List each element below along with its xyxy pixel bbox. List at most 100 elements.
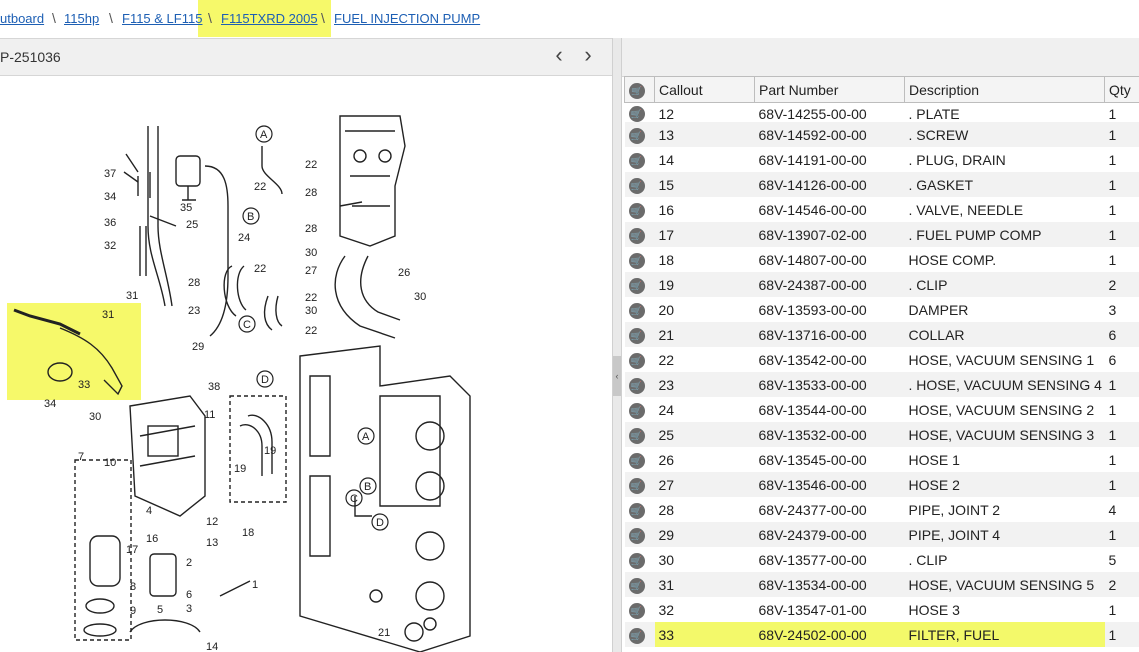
cart-icon[interactable]: 🛒: [628, 127, 645, 144]
add-to-cart-cell[interactable]: 🛒: [624, 197, 655, 222]
pane-splitter[interactable]: ‹: [612, 38, 622, 652]
add-to-cart-cell[interactable]: 🛒: [624, 522, 655, 547]
cart-icon[interactable]: 🛒: [628, 427, 645, 444]
cart-icon[interactable]: 🛒: [628, 527, 645, 544]
qty-cell: 5: [1104, 547, 1139, 572]
add-to-cart-cell[interactable]: 🛒: [624, 472, 655, 497]
callout-label: 37: [104, 168, 116, 180]
cart-icon[interactable]: 🛒: [628, 202, 645, 219]
add-to-cart-cell[interactable]: 🛒: [624, 372, 655, 397]
cart-icon[interactable]: 🛒: [628, 502, 645, 519]
callout-label: 8: [130, 581, 136, 593]
callout-cell: 16: [654, 197, 755, 222]
qty-cell: 1: [1104, 597, 1139, 622]
cart-icon[interactable]: 🛒: [628, 352, 645, 369]
header-qty[interactable]: Qty: [1104, 76, 1139, 103]
add-to-cart-cell[interactable]: 🛒: [624, 422, 655, 447]
collapse-handle[interactable]: ‹: [613, 356, 621, 396]
add-to-cart-cell[interactable]: 🛒: [624, 622, 655, 647]
callout-label: 29: [192, 341, 204, 353]
add-to-cart-cell[interactable]: 🛒: [624, 572, 655, 597]
add-to-cart-cell[interactable]: 🛒: [624, 147, 655, 172]
cart-icon[interactable]: 🛒: [629, 82, 645, 99]
add-to-cart-cell[interactable]: 🛒: [624, 597, 655, 622]
cart-icon[interactable]: 🛒: [628, 602, 645, 619]
qty-cell: 1: [1104, 102, 1139, 122]
breadcrumb-fuel-injection-pump[interactable]: FUEL INJECTION PUMP: [334, 11, 481, 26]
parts-list-pane: 🛒 Callout Part Number Description Qty 🛒1…: [622, 38, 1139, 652]
add-to-cart-cell[interactable]: 🛒: [624, 322, 655, 347]
cart-icon[interactable]: 🛒: [628, 477, 645, 494]
cart-icon[interactable]: 🛒: [628, 252, 645, 269]
qty-cell: 1: [1104, 122, 1139, 147]
add-to-cart-cell[interactable]: 🛒: [624, 497, 655, 522]
cart-icon[interactable]: 🛒: [628, 577, 645, 594]
cart-icon[interactable]: 🛒: [628, 106, 645, 122]
cart-icon[interactable]: 🛒: [628, 452, 645, 469]
cart-icon[interactable]: 🛒: [628, 552, 645, 569]
header-description[interactable]: Description: [904, 76, 1105, 103]
cart-icon[interactable]: 🛒: [628, 277, 645, 294]
cart-icon[interactable]: 🛒: [628, 177, 645, 194]
part-number-cell: 68V-14255-00-00: [754, 102, 905, 122]
breadcrumb-f115txrd-2005[interactable]: F115TXRD 2005: [221, 11, 318, 26]
add-to-cart-cell[interactable]: 🛒: [624, 547, 655, 572]
cart-icon[interactable]: 🛒: [628, 327, 645, 344]
callout-cell: 31: [654, 572, 755, 597]
parts-diagram[interactable]: A 22 28 22 25 28 B 24 22 28 30 27 26 37 …: [0, 76, 612, 652]
add-to-cart-cell[interactable]: 🛒: [624, 272, 655, 297]
qty-cell: 1: [1104, 447, 1139, 472]
cart-icon[interactable]: 🛒: [628, 627, 645, 644]
callout-label: 6: [186, 589, 192, 601]
breadcrumb-f115-lf115[interactable]: F115 & LF115: [122, 11, 203, 26]
cart-icon[interactable]: 🛒: [628, 377, 645, 394]
add-to-cart-cell[interactable]: 🛒: [624, 247, 655, 272]
add-to-cart-cell[interactable]: 🛒: [624, 222, 655, 247]
qty-cell: 1: [1104, 147, 1139, 172]
chevron-left-icon[interactable]: ‹: [555, 42, 563, 67]
header-callout[interactable]: Callout: [654, 76, 755, 103]
add-to-cart-cell[interactable]: 🛒: [624, 397, 655, 422]
add-to-cart-cell[interactable]: 🛒: [624, 122, 655, 147]
add-to-cart-cell[interactable]: 🛒: [624, 347, 655, 372]
cart-icon[interactable]: 🛒: [628, 302, 645, 319]
header-part-number[interactable]: Part Number: [754, 76, 905, 103]
add-to-cart-cell[interactable]: 🛒: [624, 102, 655, 122]
chevron-right-icon[interactable]: ›: [584, 42, 592, 67]
cart-icon[interactable]: 🛒: [628, 227, 645, 244]
add-to-cart-cell[interactable]: 🛒: [624, 172, 655, 197]
header-cart[interactable]: 🛒: [624, 76, 655, 103]
add-to-cart-cell[interactable]: 🛒: [624, 297, 655, 322]
breadcrumb-outboard[interactable]: utboard: [0, 11, 45, 26]
breadcrumb-115hp[interactable]: 115hp: [64, 11, 100, 26]
callout-label: 35: [180, 202, 192, 214]
qty-cell: 1: [1104, 472, 1139, 497]
callout-label: 2: [186, 557, 192, 569]
add-to-cart-cell[interactable]: 🛒: [624, 447, 655, 472]
callout-label: 5: [157, 604, 163, 616]
cart-icon[interactable]: 🛒: [628, 402, 645, 419]
cart-icon[interactable]: 🛒: [628, 152, 645, 169]
